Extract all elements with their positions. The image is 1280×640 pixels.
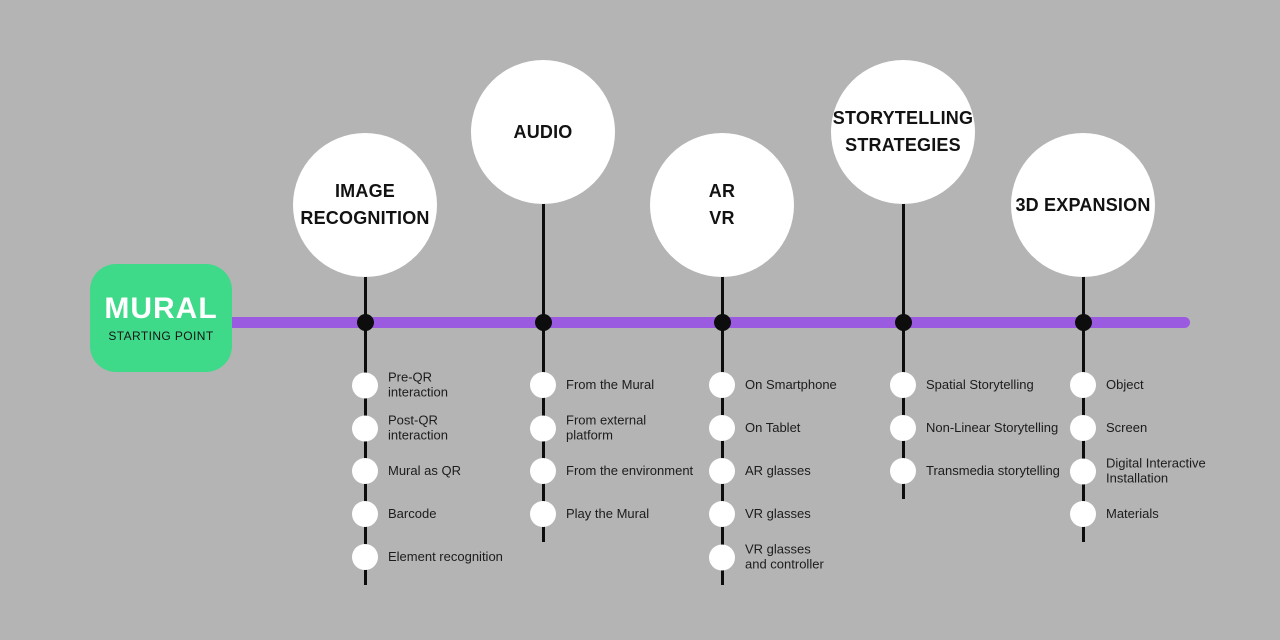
item-dot-icon [1070, 501, 1096, 527]
branch-bubble-image-recognition: IMAGE RECOGNITION [293, 133, 437, 277]
item-label: VR glasses [745, 505, 811, 521]
timeline-node-dot [713, 314, 731, 331]
branch-item: Spatial Storytelling [890, 372, 1101, 398]
branch-label: IMAGE RECOGNITION [300, 181, 430, 228]
item-dot-icon [709, 415, 735, 441]
item-dot-icon [352, 544, 378, 570]
item-dot-icon [709, 458, 735, 484]
start-subtitle: STARTING POINT [108, 329, 214, 343]
branch-item: From the Mural [530, 372, 741, 398]
branch-item: On Tablet [709, 415, 920, 441]
item-label: Barcode [388, 505, 437, 521]
branch-item: Object [1070, 372, 1280, 398]
branch-item: Mural as QR [352, 458, 563, 484]
item-dot-icon [709, 372, 735, 398]
item-label: Object [1106, 376, 1144, 392]
item-label: On Tablet [745, 419, 801, 435]
branch-item: Play the Mural [530, 501, 741, 527]
branch-item: Digital Interactive Installation [1070, 455, 1280, 486]
branch-item: Screen [1070, 415, 1280, 441]
item-dot-icon [352, 415, 378, 441]
item-dot-icon [1070, 458, 1096, 484]
item-label: Digital Interactive Installation [1106, 455, 1206, 485]
timeline-bar [225, 317, 1190, 328]
start-title: MURAL [104, 292, 218, 325]
branch-label: STORYTELLING STRATEGIES [832, 108, 974, 155]
item-dot-icon [890, 372, 916, 398]
branch-item: AR glasses [709, 458, 920, 484]
item-dot-icon [530, 501, 556, 527]
branch-item: From the environment [530, 458, 741, 484]
item-label: Pre-QR interaction [388, 369, 448, 399]
branch-bubble-audio: AUDIO [471, 60, 615, 204]
item-label: Spatial Storytelling [926, 376, 1034, 392]
item-dot-icon [352, 501, 378, 527]
branch-item: Post-QR interaction [352, 412, 563, 443]
item-dot-icon [1070, 372, 1096, 398]
item-dot-icon [1070, 415, 1096, 441]
branch-stem [541, 132, 545, 542]
branch-item: Transmedia storytelling [890, 458, 1101, 484]
item-dot-icon [530, 458, 556, 484]
branch-label: AR VR [708, 181, 736, 228]
item-label: AR glasses [745, 462, 811, 478]
item-label: Screen [1106, 419, 1148, 435]
branch-item: From external platform [530, 412, 741, 443]
branch-label: 3D EXPANSION [1015, 194, 1151, 215]
item-dot-icon [352, 372, 378, 398]
item-label: Transmedia storytelling [926, 462, 1060, 478]
branch-item: Barcode [352, 501, 563, 527]
item-dot-icon [890, 415, 916, 441]
branch-item: Element recognition [352, 544, 563, 570]
item-dot-icon [709, 544, 735, 570]
item-label: Materials [1106, 505, 1159, 521]
branch-item: Pre-QR interaction [352, 369, 563, 400]
timeline-node-dot [534, 314, 552, 331]
item-label: VR glasses and controller [745, 541, 824, 571]
timeline-node-dot [1074, 314, 1092, 331]
branch-item: VR glasses [709, 501, 920, 527]
branch-item: Materials [1070, 501, 1280, 527]
branch-label: AUDIO [513, 121, 573, 142]
item-label: From the environment [566, 462, 694, 478]
item-dot-icon [530, 415, 556, 441]
item-label: Post-QR interaction [388, 412, 448, 442]
timeline-node-dot [894, 314, 912, 331]
item-label: Play the Mural [566, 505, 650, 521]
branch-bubble-storytelling-strategies: STORYTELLING STRATEGIES [831, 60, 975, 204]
item-label: From the Mural [566, 376, 655, 392]
branch-item: VR glasses and controller [709, 541, 920, 572]
item-dot-icon [530, 372, 556, 398]
start-box: MURAL STARTING POINT [90, 264, 232, 372]
item-dot-icon [890, 458, 916, 484]
item-label: Element recognition [388, 548, 503, 564]
item-label: Mural as QR [388, 462, 461, 478]
item-label: On Smartphone [745, 376, 837, 392]
item-dot-icon [709, 501, 735, 527]
branch-bubble-3d-expansion: 3D EXPANSION [1011, 133, 1155, 277]
branch-item: On Smartphone [709, 372, 920, 398]
item-label: Non-Linear Storytelling [926, 419, 1059, 435]
item-label: From external platform [566, 412, 647, 442]
timeline-node-dot [356, 314, 374, 331]
item-dot-icon [352, 458, 378, 484]
branch-item: Non-Linear Storytelling [890, 415, 1101, 441]
branch-bubble-ar-vr: AR VR [650, 133, 794, 277]
